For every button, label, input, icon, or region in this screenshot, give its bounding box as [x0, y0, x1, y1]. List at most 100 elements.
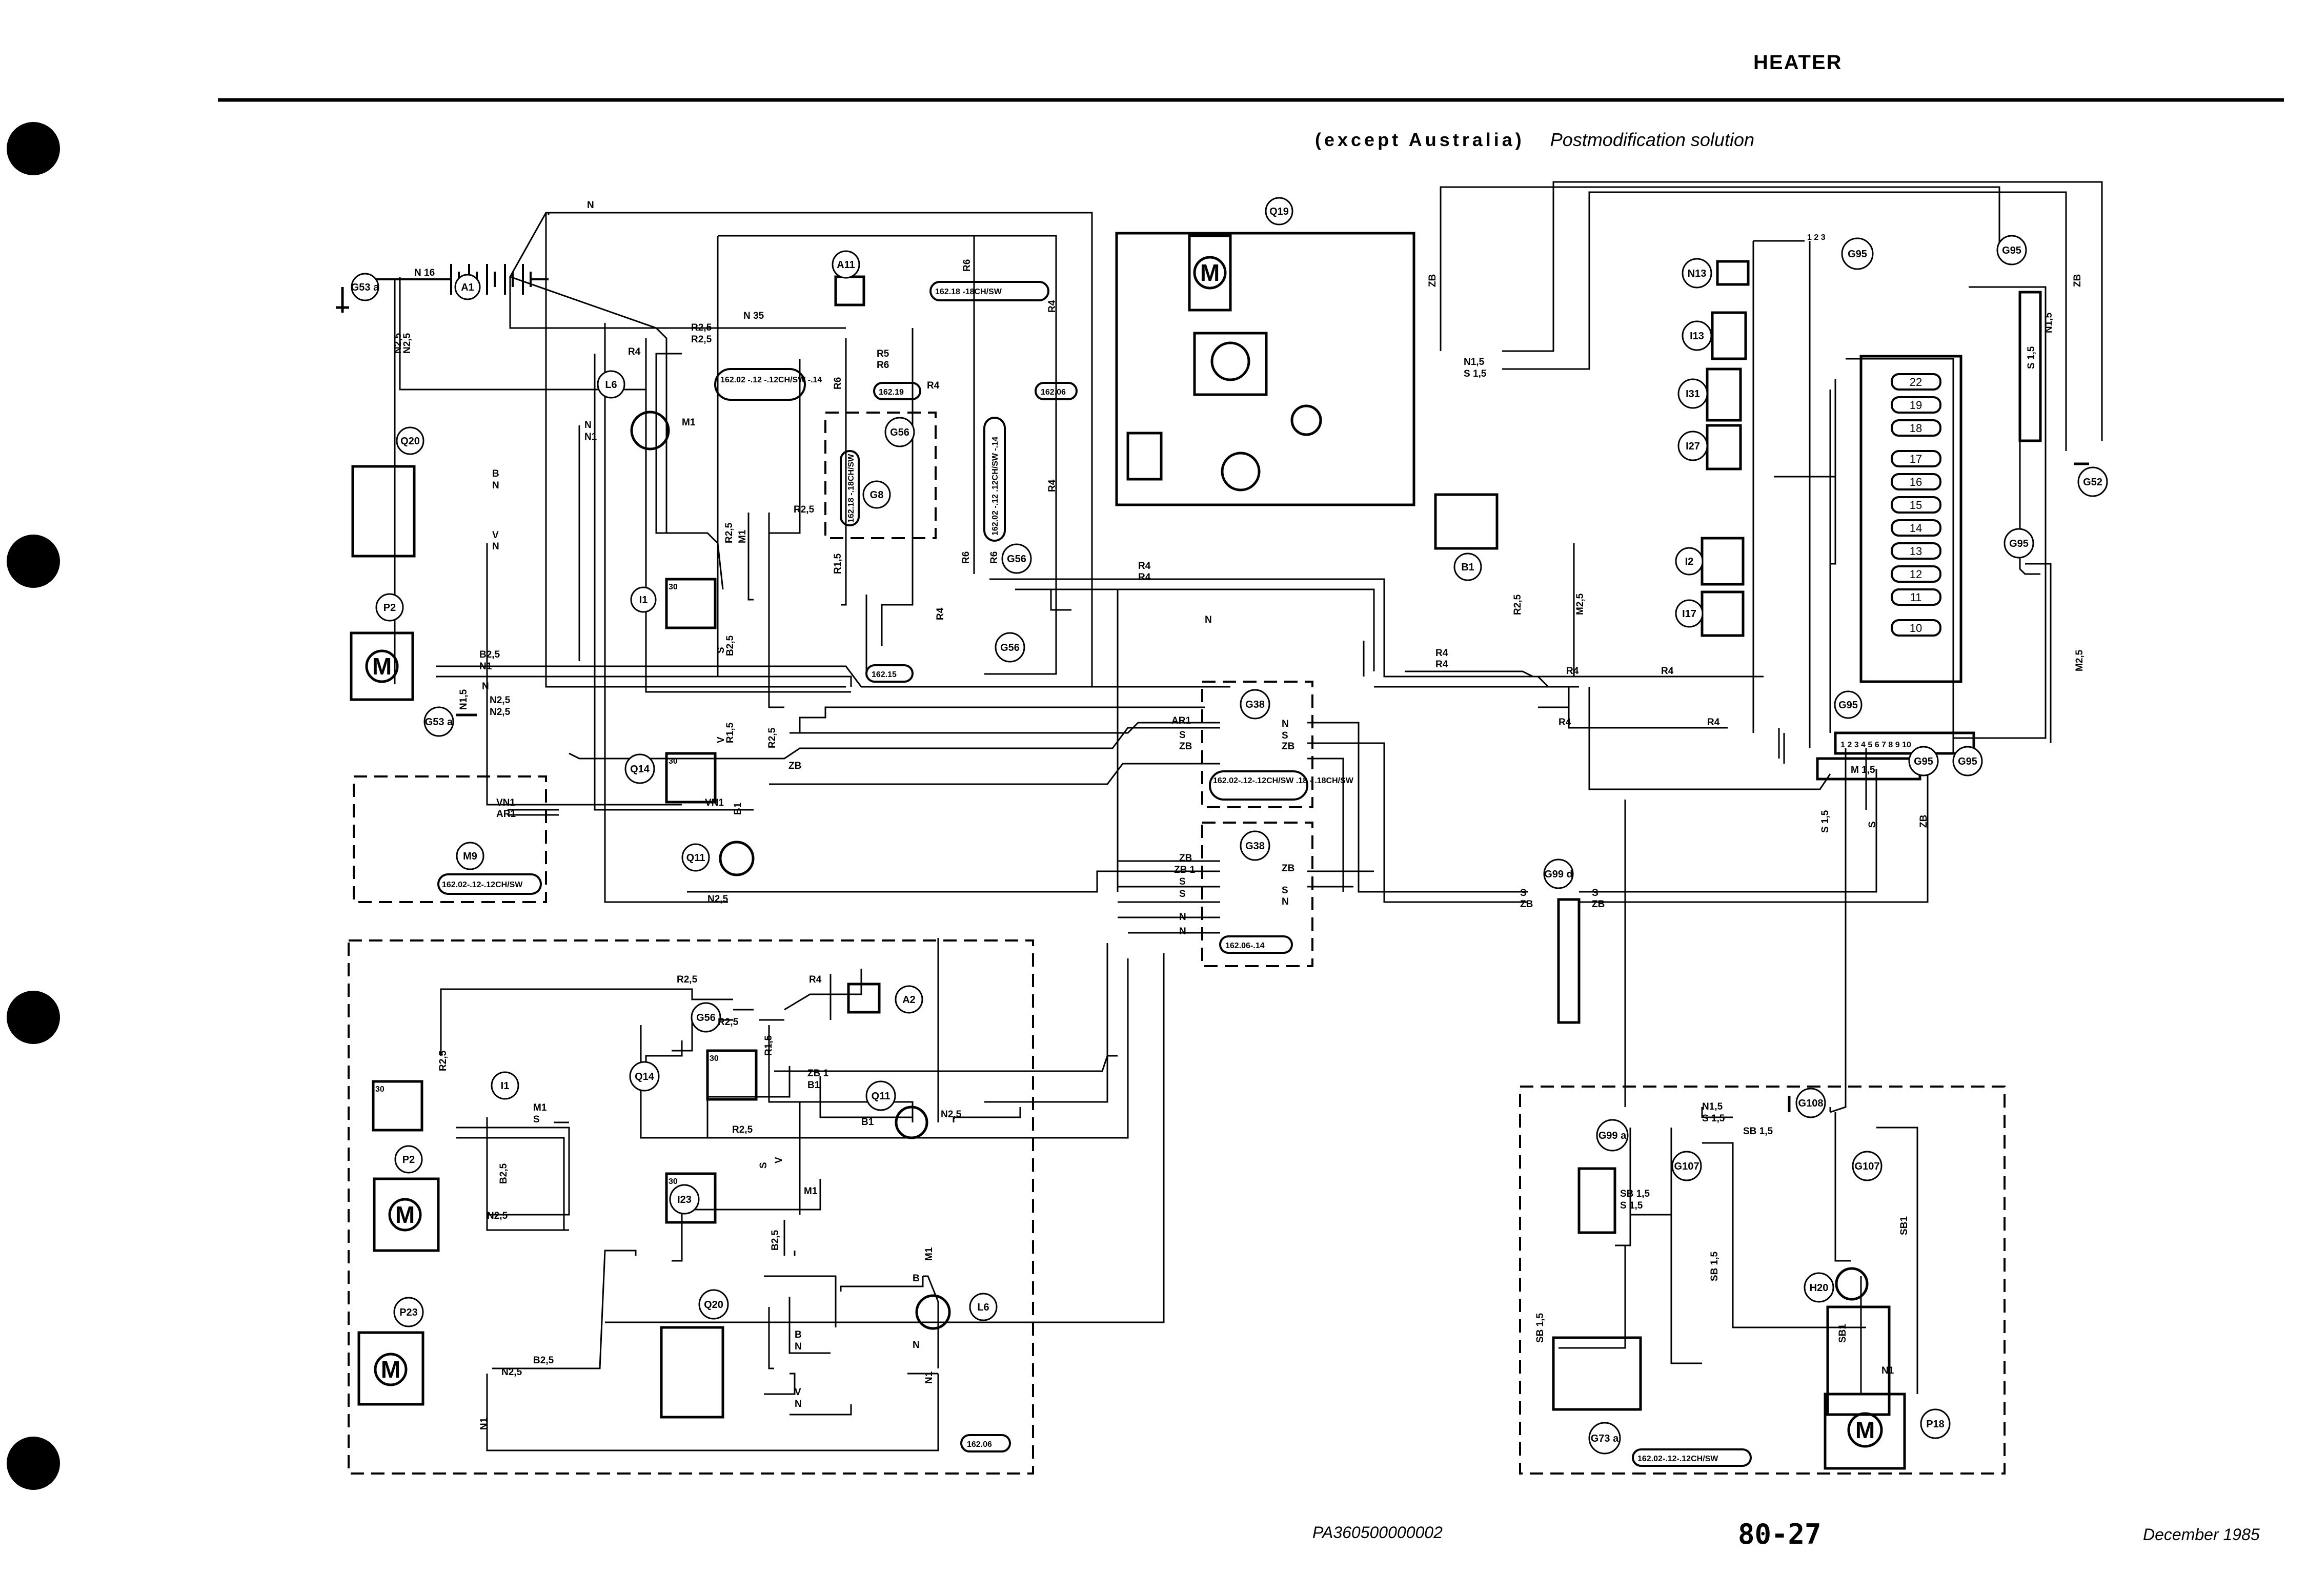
- wire-label: SB 1,5: [1535, 1313, 1546, 1343]
- component-id-circle: [1996, 235, 2027, 265]
- wire-label: R4: [809, 974, 822, 985]
- wire-label: R2,5: [724, 522, 735, 543]
- dashed-frames: [348, 412, 2006, 1475]
- frame-m9: [353, 775, 547, 903]
- wire-label: N2,5: [490, 695, 511, 706]
- component-id-circle: [1240, 830, 1270, 861]
- label-i2: I2: [1685, 556, 1694, 567]
- component-id-circle: [1453, 553, 1482, 581]
- wire-label: S: [716, 647, 726, 653]
- wire-harness: [394, 181, 2103, 1451]
- label-q14: Q14: [630, 764, 650, 775]
- label-g73a: G73 a: [1591, 1433, 1619, 1444]
- component-id-circle: [454, 274, 481, 300]
- label-i13: I13: [1690, 331, 1704, 342]
- motor-symbols: [365, 256, 1883, 1448]
- component-id-circle: [1841, 237, 1874, 270]
- wire-label: R4: [1559, 717, 1571, 728]
- wire-label: R6: [961, 551, 972, 564]
- fuse-rows: [1891, 373, 1941, 637]
- i17-body: [1701, 590, 1745, 637]
- g95-bottom-connector: [1834, 731, 1975, 755]
- i13-body: [1711, 311, 1747, 360]
- component-id-circle: [1677, 431, 1708, 461]
- wire-label: R2,5: [794, 504, 815, 515]
- label-q19: Q19: [1269, 206, 1289, 217]
- note: 162.18 -.18CH/SW: [847, 454, 856, 523]
- wire-label: N1: [584, 432, 597, 442]
- wire-label: R4: [1138, 561, 1151, 571]
- component-id-circle: [394, 1145, 423, 1174]
- wire-label: VN1: [705, 797, 724, 808]
- wire-label: S: [1282, 885, 1288, 896]
- lamp-l6: [630, 411, 670, 451]
- wire-label: N1,5: [1702, 1101, 1723, 1112]
- wire-label: B: [913, 1273, 920, 1284]
- wire-label: R4: [628, 346, 641, 357]
- wire-label: N: [587, 200, 594, 211]
- label-g56b: G56: [1007, 554, 1026, 565]
- terminal-labels: 30 30 30 30 30 1 2 3 4 5 6 7 8 9 10 1 2 …: [375, 233, 1911, 1186]
- wire-label: R2,5: [1512, 594, 1523, 615]
- q19-sensor: [1290, 404, 1322, 436]
- frame-g38-lower: [1201, 822, 1313, 967]
- label-g56c: G56: [1000, 642, 1020, 653]
- wire-label: R4: [935, 607, 946, 620]
- wire-label: SB1: [1899, 1216, 1910, 1235]
- document-date: December 1985: [2143, 1525, 2260, 1544]
- component-id-circle: [862, 480, 891, 509]
- wire-label: ZB: [1282, 863, 1294, 874]
- fuse-label: 10: [1910, 622, 1922, 635]
- switch-q20-body: [351, 465, 416, 558]
- component-id-circle: [1852, 1151, 1883, 1181]
- note: 162.02 -.12 -.12CH/SW -.14: [720, 376, 822, 384]
- component-id-circle: [669, 1184, 700, 1215]
- wire-label: ZB 1: [1174, 865, 1196, 875]
- relay-terminals: 30: [375, 1085, 385, 1094]
- a11-body: [834, 275, 865, 306]
- wire-label: S 1,5: [1820, 810, 1831, 833]
- note-texts: 162.18 -18CH/SW 162.02 -.12 -.12CH/SW -.…: [442, 288, 1718, 1463]
- component-id-circle: [1265, 197, 1293, 226]
- g95-bottom-terminals: 1 2 3 4 5 6 7 8 9 10: [1840, 741, 1911, 749]
- label-i31: I31: [1686, 388, 1700, 400]
- note: 162.02-.12-.12CH/SW: [1637, 1455, 1718, 1463]
- component-id-circle: [624, 753, 655, 784]
- lamp-q11: [719, 841, 755, 876]
- component-id-circle: [865, 1080, 896, 1111]
- wire-label: N1: [1881, 1365, 1894, 1376]
- label-q14b: Q14: [635, 1071, 655, 1082]
- component-id-circle: [1682, 258, 1712, 289]
- motor-p2-body: [350, 631, 414, 701]
- label-g52: G52: [2083, 477, 2102, 488]
- wire-labels-vertical: N2,5 N2,5 R2,5 M1 B2,5 S R1,5 R6 R6 R4 R…: [393, 259, 2085, 1430]
- svg-text:M: M: [381, 1356, 400, 1383]
- motor-p23-body: [357, 1331, 424, 1406]
- label-q20: Q20: [400, 436, 420, 447]
- wire-label: ZB: [1520, 899, 1533, 910]
- component-id-circle: [1596, 1119, 1629, 1152]
- svg-text:M: M: [372, 653, 392, 680]
- component-id-circle: [691, 1002, 721, 1033]
- wire-label: ZB: [1592, 899, 1605, 910]
- wire-label: N2,5: [941, 1109, 962, 1120]
- wire-label: B1: [807, 1080, 820, 1091]
- note: 162.06: [1041, 388, 1066, 397]
- wire-label: B2,5: [770, 1230, 781, 1251]
- component-id-circle: [1677, 378, 1708, 409]
- fuse-labels: 22 19 18 17 16 15 14 13 12 11 10: [1910, 376, 1922, 635]
- subtitle-region: (except Australia): [1315, 129, 1525, 150]
- fuse-label: 11: [1910, 591, 1922, 604]
- n13-body: [1716, 260, 1750, 286]
- note: 162.02-.12-.12CH/SW: [442, 881, 523, 889]
- label-h20: H20: [1810, 1282, 1829, 1294]
- label-i23: I23: [677, 1194, 692, 1205]
- wire-label: V: [716, 736, 726, 743]
- wire-label: V: [795, 1387, 801, 1398]
- label-g38a: G38: [1245, 699, 1265, 710]
- wire-label: R5: [877, 349, 889, 359]
- wire-label: R2,5: [677, 974, 698, 985]
- wire-label: S 1,5: [1620, 1200, 1643, 1211]
- wire-label: S: [1592, 888, 1598, 898]
- wire-label: R2,5: [691, 334, 712, 345]
